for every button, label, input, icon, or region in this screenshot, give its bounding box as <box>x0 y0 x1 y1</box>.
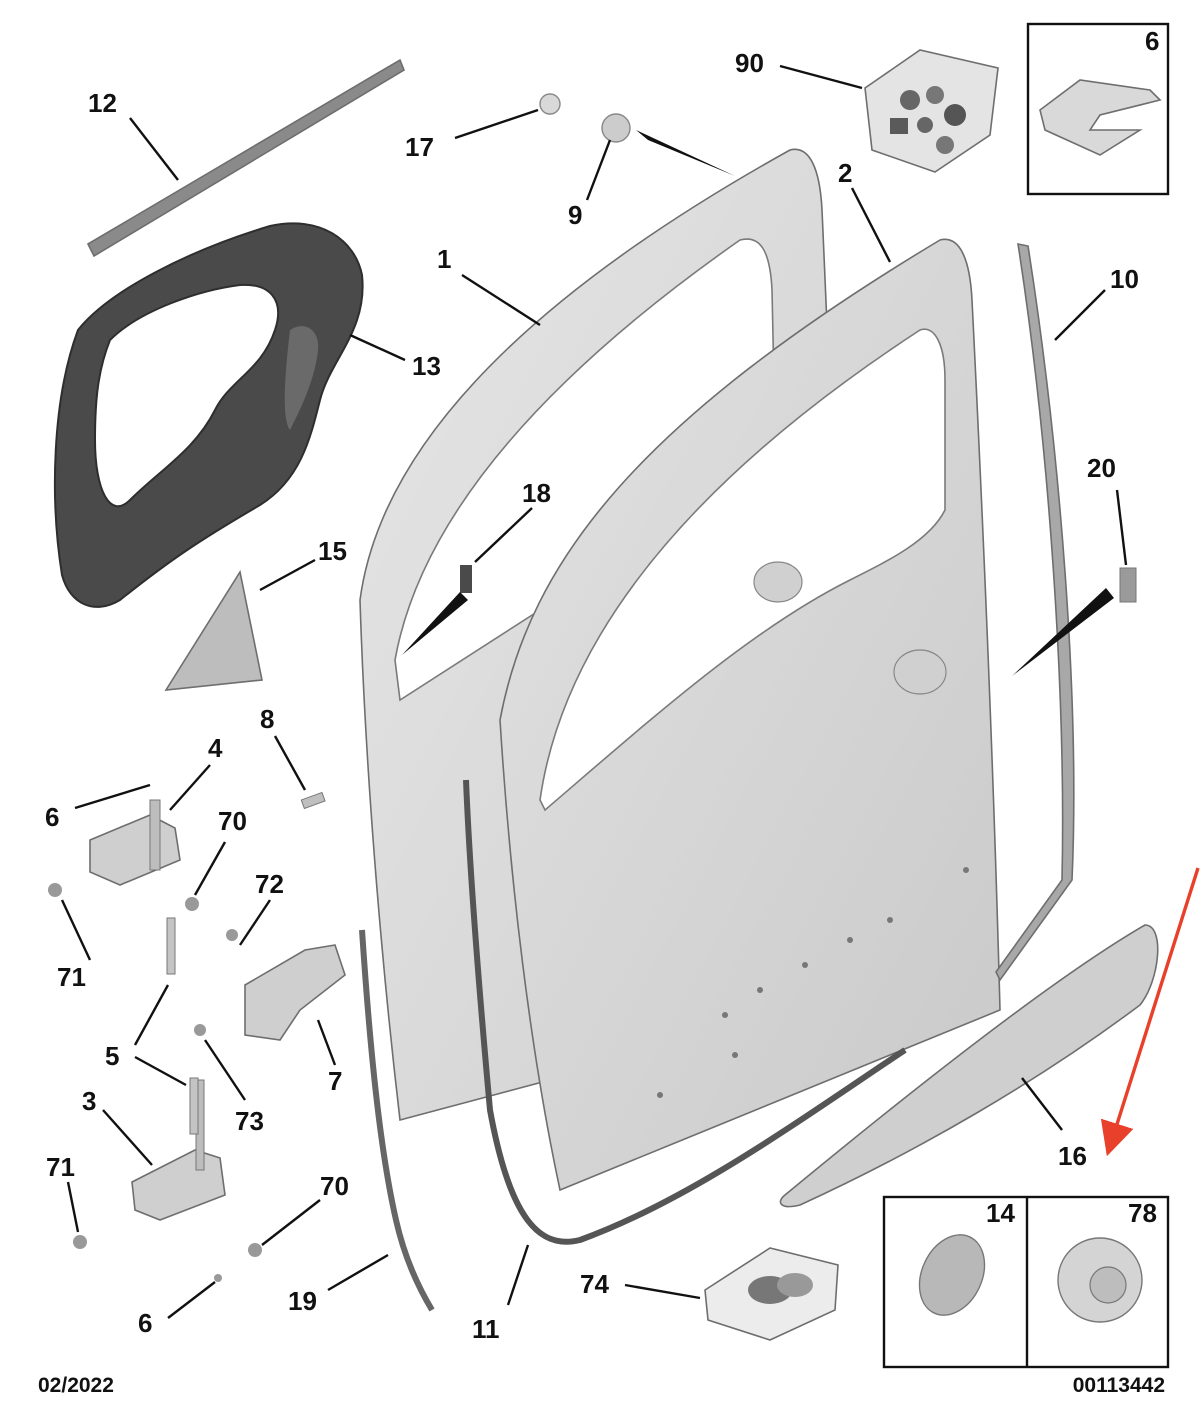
callout-15: 15 <box>318 536 347 566</box>
callout-labels: 12 17 9 90 6 2 1 13 10 20 18 15 8 4 6 70… <box>45 26 1159 1344</box>
callout-20: 20 <box>1087 453 1116 483</box>
part-90-fastener-kit <box>864 49 999 173</box>
callout-6-b: 6 <box>138 1308 152 1338</box>
part-10-vertical-seal <box>995 242 1075 982</box>
callout-16: 16 <box>1058 1141 1087 1171</box>
part-4-upper-hinge <box>89 799 181 886</box>
part-17-cap <box>539 93 561 115</box>
hinge-screws <box>48 883 262 1282</box>
callout-11: 11 <box>472 1314 500 1344</box>
callout-6-box: 6 <box>1145 26 1159 56</box>
callout-13: 13 <box>412 351 441 381</box>
callout-9: 9 <box>568 200 582 230</box>
diagram-reference-number: 00113442 <box>1073 1374 1165 1397</box>
callout-18: 18 <box>522 478 551 508</box>
diagram-date: 02/2022 <box>38 1374 114 1397</box>
part-12-upper-strip <box>86 58 405 258</box>
leader-lines <box>60 64 1128 1319</box>
callout-7: 7 <box>328 1066 342 1096</box>
callout-72: 72 <box>255 869 284 899</box>
detail-box-6 <box>1026 22 1170 196</box>
callout-71-a: 71 <box>57 962 86 992</box>
callout-12: 12 <box>88 88 117 118</box>
part-18-pad <box>460 565 472 593</box>
part-74-patch-kit <box>704 1247 839 1341</box>
callout-70-b: 70 <box>320 1171 349 1201</box>
callout-8: 8 <box>260 704 274 734</box>
part-9-plug <box>601 113 631 143</box>
part-13-door-membrane <box>53 222 364 608</box>
callout-70-a: 70 <box>218 806 247 836</box>
detail-box-14-78 <box>882 1195 1170 1369</box>
part-15-quarter-panel <box>164 569 263 691</box>
callout-73: 73 <box>235 1106 264 1136</box>
callout-2: 2 <box>838 158 852 188</box>
callout-4: 4 <box>208 733 223 763</box>
red-annotation-arrow <box>1100 867 1200 1157</box>
part-20-pad <box>1119 567 1137 603</box>
part-11-door-seal <box>463 779 907 1245</box>
part-16-trim-moulding <box>779 924 1159 1208</box>
callout-6-a: 6 <box>45 802 59 832</box>
part-2-door-shell <box>499 238 1001 1192</box>
callout-74: 74 <box>580 1269 609 1299</box>
callout-14: 14 <box>986 1198 1015 1228</box>
callout-3: 3 <box>82 1086 96 1116</box>
callout-17: 17 <box>405 132 434 162</box>
callout-1: 1 <box>437 244 451 274</box>
part-3-lower-hinge <box>131 1079 226 1221</box>
callout-19: 19 <box>288 1286 317 1316</box>
diagram-footer: 02/2022 00113442 <box>38 1374 1165 1397</box>
callout-10: 10 <box>1110 264 1139 294</box>
callout-90: 90 <box>735 48 764 78</box>
callout-78: 78 <box>1128 1198 1157 1228</box>
callout-71-b: 71 <box>46 1152 75 1182</box>
part-19-seal-strip <box>359 929 435 1312</box>
part-8-pin <box>300 791 326 810</box>
callout-5: 5 <box>105 1041 119 1071</box>
pointer-wedges <box>402 130 1114 676</box>
part-7-check-strap <box>244 944 346 1041</box>
part-5-hinge-pins <box>166 917 199 1135</box>
